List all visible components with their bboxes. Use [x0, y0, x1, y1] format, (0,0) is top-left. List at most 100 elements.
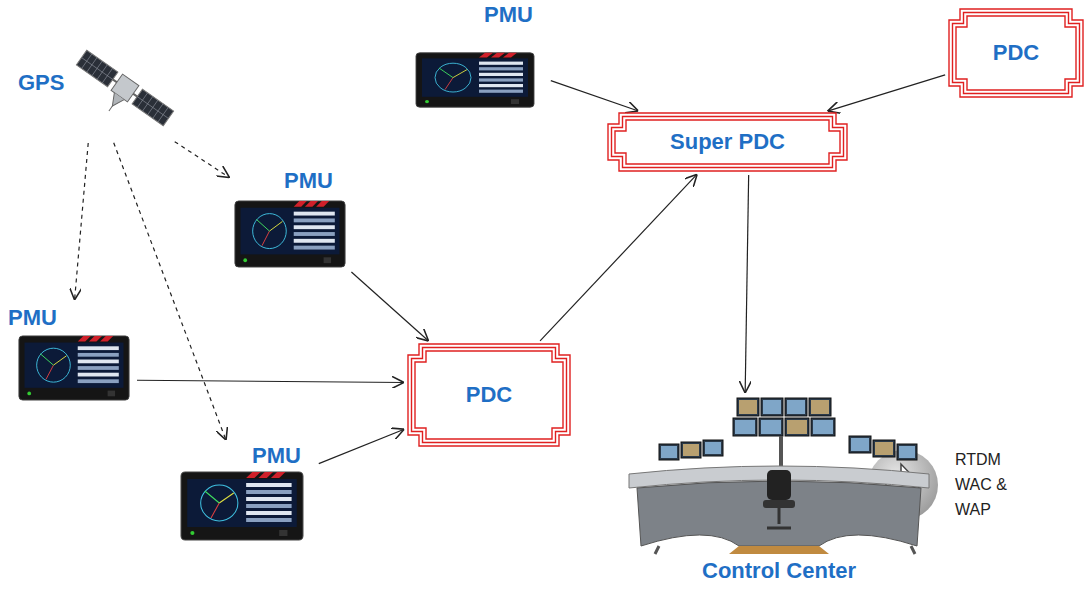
gps-sync-link [114, 143, 226, 440]
device-case [416, 53, 534, 107]
node-label: Super PDC [607, 129, 848, 155]
led [27, 392, 31, 396]
red-stripe [503, 53, 517, 58]
antenna [109, 106, 112, 111]
led [190, 531, 194, 535]
monitor-screen [851, 438, 869, 451]
phasor-line [439, 68, 453, 78]
node-label: PMU [484, 2, 546, 28]
monitor [849, 436, 871, 453]
red-stripe [259, 472, 273, 478]
device-case [235, 201, 345, 267]
satellite-body [70, 49, 174, 140]
solar-panel [132, 89, 173, 126]
phasor-line [262, 231, 269, 246]
pdc-border [949, 9, 1083, 97]
screen-row [479, 78, 523, 81]
pmu-device [234, 200, 346, 268]
phasor-line [53, 356, 66, 365]
pmu-node: PMU [232, 166, 350, 270]
phasor-circle [253, 214, 287, 249]
device-screen [187, 479, 297, 527]
phasor-circle [37, 348, 71, 382]
screen-row [78, 360, 119, 364]
screen-row [294, 239, 335, 243]
monitor-screen [761, 420, 781, 434]
screen-row [78, 346, 119, 350]
monitor [785, 398, 807, 416]
gps-node: GPS [8, 36, 178, 140]
data-link [540, 174, 697, 341]
monitor [703, 440, 723, 456]
device-case [19, 336, 129, 400]
panel-grid [82, 58, 113, 80]
monitor [737, 398, 759, 416]
monitor [811, 418, 835, 436]
monitor-screen [739, 400, 757, 414]
led [425, 100, 429, 103]
phasor-line [219, 493, 233, 503]
screen-row [246, 490, 291, 494]
antenna-dish [107, 93, 124, 110]
node-label: Control Center [618, 558, 940, 584]
monitor-screen [763, 400, 781, 414]
screen-row [78, 353, 119, 357]
screen-row [479, 90, 523, 93]
pmu-device [18, 335, 130, 401]
node-label: GPS [18, 70, 78, 96]
red-stripe [89, 336, 102, 342]
data-link [745, 175, 749, 393]
node-label: PDC [407, 382, 571, 408]
screen-row [294, 218, 335, 222]
node-label: PDC [948, 40, 1084, 66]
screen-row [78, 373, 119, 377]
data-link [828, 75, 946, 111]
monitor [761, 398, 783, 416]
gps-satellite [70, 36, 180, 140]
screen-row [246, 504, 291, 508]
pdc-border [408, 344, 570, 446]
phasor-line [46, 365, 53, 379]
monitor-screen [705, 442, 721, 454]
red-stripe [78, 336, 91, 342]
monitor [681, 442, 701, 458]
device-screen [241, 208, 340, 255]
red-stripe [100, 336, 113, 342]
red-stripe [491, 53, 505, 58]
pdc-box: PDC [407, 343, 571, 447]
pmu-node: PMU [6, 303, 134, 402]
screen-row [78, 366, 119, 370]
gps-sync-link [75, 143, 89, 300]
red-stripe [271, 472, 285, 478]
monitor-screen [811, 400, 829, 414]
pmu-device [180, 471, 304, 541]
monitor [873, 440, 895, 457]
red-stripe [316, 201, 329, 207]
screen-row [479, 62, 523, 65]
panel-grid [137, 97, 168, 119]
monitor-screen [787, 400, 805, 414]
monitor-screen [683, 444, 699, 456]
chair-seat [763, 500, 795, 508]
monitor [659, 444, 679, 460]
solar-panel [76, 50, 117, 87]
phasor-line [256, 219, 269, 231]
monitor [759, 418, 783, 436]
button [511, 99, 519, 104]
device-screen [25, 343, 124, 388]
phasor-circle [435, 63, 471, 92]
phasor-circle [201, 485, 238, 521]
device-case [181, 472, 303, 540]
monitor [733, 418, 757, 436]
phasor-line [211, 503, 219, 518]
screen-row [479, 73, 523, 76]
red-stripe [479, 53, 493, 58]
phasor-line [445, 78, 453, 90]
led [243, 258, 247, 262]
button [279, 530, 287, 536]
monitor-screen [787, 420, 807, 434]
red-stripe [294, 201, 307, 207]
